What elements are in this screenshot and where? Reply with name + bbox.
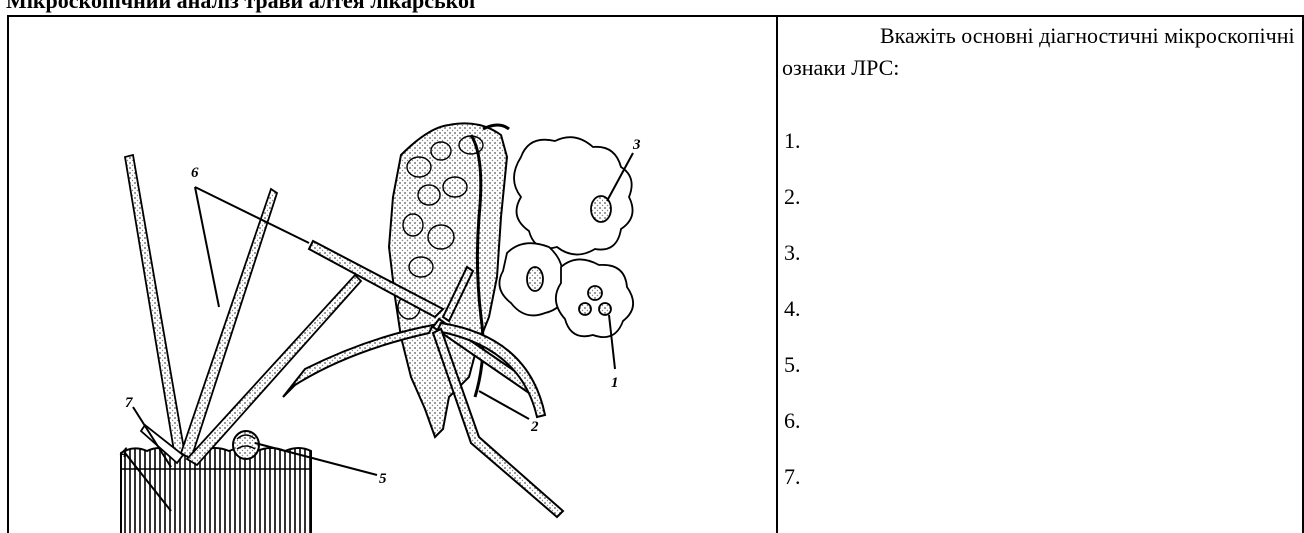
answer-list: 1. 2. 3. 4. 5. 6. 7. [784,129,801,521]
answer-line-7[interactable]: 7. [784,465,801,521]
figure-label-4: 4 [119,445,128,461]
answer-cell: Вкажіть основні діагностичні мікроскопіч… [778,17,1302,533]
microscopy-drawing: 1 2 3 4 5 6 7 [9,17,776,533]
figure-label-7: 7 [125,395,133,411]
figure-label-6: 6 [191,165,199,181]
answer-line-5[interactable]: 5. [784,353,801,409]
figure-cell: 1 2 3 4 5 6 7 [9,17,776,533]
figure-label-3: 3 [632,137,641,153]
glandular-hair [233,431,259,459]
answer-line-6[interactable]: 6. [784,409,801,465]
section-heading: Мікроскопічний аналіз трави алтея лікарс… [6,0,475,13]
instruction-text: Вкажіть основні діагностичні мікроскопіч… [782,20,1298,84]
answer-line-3[interactable]: 3. [784,241,801,297]
epidermis-fragment [121,448,311,533]
figure-label-2: 2 [530,419,539,435]
answer-line-1[interactable]: 1. [784,129,801,185]
stellate-hairs-left [125,155,361,465]
figure-label-1: 1 [611,375,619,391]
figure-label-5: 5 [379,471,387,487]
epidermal-cells-right [499,137,633,337]
answer-line-4[interactable]: 4. [784,297,801,353]
answer-line-2[interactable]: 2. [784,185,801,241]
parenchyma-fragment [389,123,509,437]
